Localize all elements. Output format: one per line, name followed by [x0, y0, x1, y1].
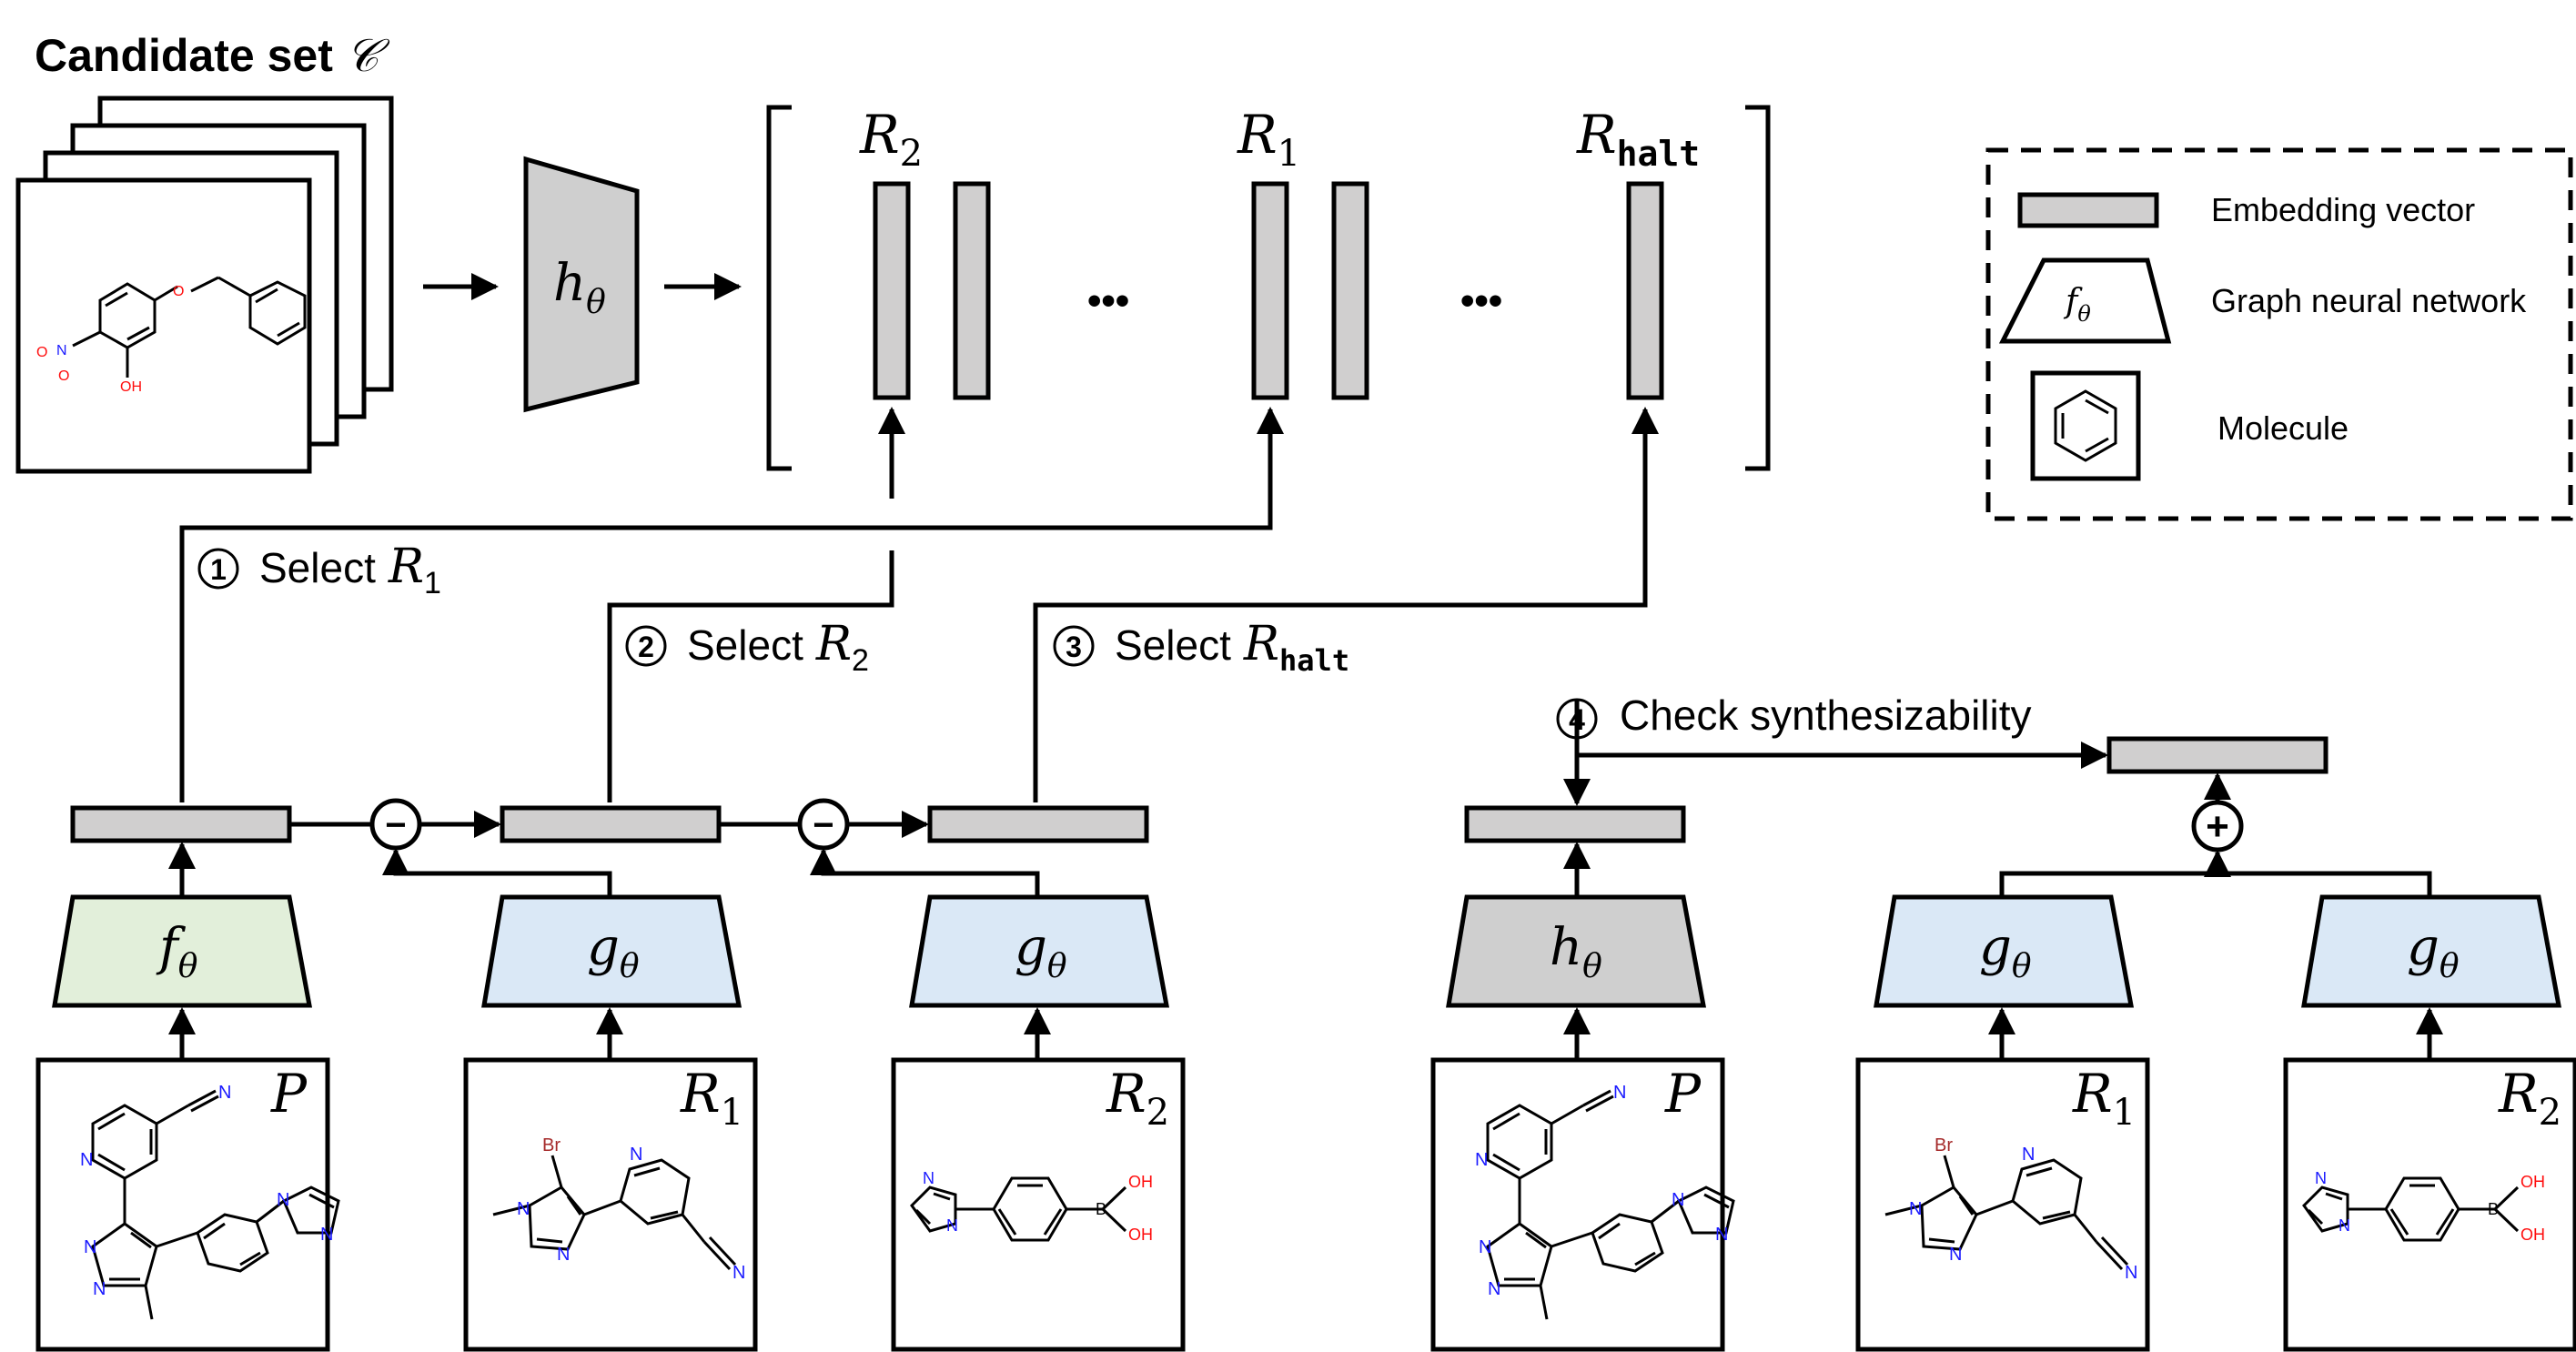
gnn-g-trapezoid — [909, 894, 1170, 1008]
embedding-bar-r2 — [873, 181, 911, 400]
embedding-bar-diff1 — [500, 805, 722, 843]
legend-embedding-swatch — [2017, 192, 2159, 228]
network-label: hθ — [1550, 918, 1602, 985]
network-label: gθ — [1979, 918, 2032, 985]
minus-operator-2: − — [797, 798, 850, 851]
label-r1: R1 — [1237, 104, 1300, 175]
legend-molecule-label: Molecule — [2217, 409, 2349, 447]
label-r2: R2 — [859, 104, 923, 175]
embedding-bar-p — [70, 805, 292, 843]
embedding-bar — [1331, 181, 1369, 400]
step-4-label: 4 Check synthesizability — [1556, 691, 2032, 740]
svg-text:1: 1 — [210, 553, 227, 586]
encoder-h-label: hθ — [553, 254, 606, 321]
ellipsis: ••• — [1460, 278, 1502, 323]
embedding-bar-r1 — [1251, 181, 1289, 400]
candidate-stack — [15, 96, 394, 474]
gnn-h-trapezoid — [1446, 894, 1707, 1008]
embedding-bar — [953, 181, 991, 400]
svg-text:3: 3 — [1066, 631, 1082, 663]
embedding-bar-rhalt — [1626, 181, 1664, 400]
embedding-bar-h — [1464, 805, 1686, 843]
candidate-set-title: Candidate set 𝒞 — [35, 29, 390, 82]
legend-embedding-label: Embedding vector — [2211, 191, 2475, 228]
arrow — [382, 848, 612, 897]
legend-molecule-icon — [2054, 389, 2117, 462]
legend-gnn-label: Graph neural network — [2211, 282, 2527, 319]
right-bracket — [1745, 105, 1771, 471]
svg-text:2: 2 — [638, 631, 654, 663]
encoder-h-trapezoid — [523, 156, 640, 413]
minus-operator-1: − — [369, 798, 422, 851]
label-rhalt: Rhalt — [1576, 104, 1700, 174]
svg-text:Check synthesizability: Check synthesizability — [1620, 691, 2032, 739]
select-r1-line — [179, 407, 1284, 802]
plus-operator: + — [2191, 800, 2244, 853]
gnn-g-trapezoid — [481, 894, 742, 1008]
ellipsis: ••• — [1087, 278, 1129, 323]
molecule-box-r2 — [2283, 1057, 2576, 1352]
left-bracket — [766, 105, 792, 471]
molecule-box-label: R1 — [680, 1063, 743, 1134]
embedding-bar-sum — [2106, 736, 2329, 774]
molecule-box-label: R1 — [2072, 1063, 2136, 1134]
legend-gnn-trapezoid — [1998, 257, 2172, 344]
arrow — [810, 848, 1040, 897]
select-r2-line — [607, 550, 894, 802]
network-label: fθ — [156, 918, 198, 985]
molecule-box-r2 — [891, 1057, 1186, 1352]
legend-molecule-box — [2030, 370, 2141, 481]
embedding-bar-diff2 — [927, 805, 1149, 843]
legend-box — [1985, 147, 2573, 521]
network-label: gθ — [587, 918, 640, 985]
svg-text:+: + — [2206, 804, 2229, 849]
select-rhalt-line — [1033, 407, 1659, 802]
gnn-g-trapezoid — [2301, 894, 2562, 1008]
molecule-box-label: R2 — [2498, 1063, 2561, 1134]
molecule-box-label: P — [270, 1063, 308, 1125]
molecule-box-label: P — [1664, 1063, 1702, 1125]
svg-text:−: − — [385, 805, 406, 845]
svg-text:−: − — [813, 805, 833, 845]
gnn-f-trapezoid — [52, 894, 313, 1008]
molecule-box-label: R2 — [1106, 1063, 1169, 1134]
sum-connector — [1999, 871, 2432, 897]
gnn-g-trapezoid — [1874, 894, 2135, 1008]
network-label: gθ — [2407, 918, 2460, 985]
network-label: gθ — [1015, 918, 1067, 985]
